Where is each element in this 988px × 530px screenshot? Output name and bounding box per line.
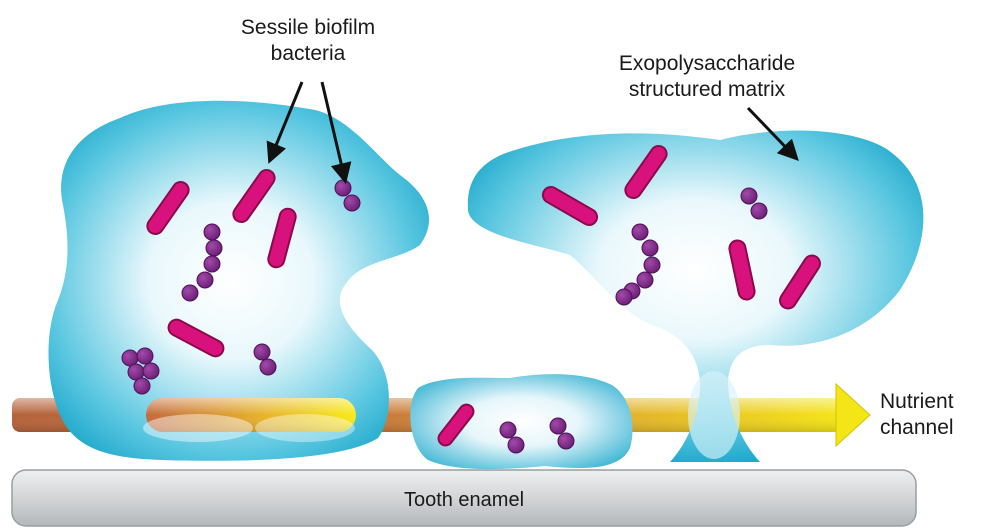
coccus: [344, 195, 360, 211]
coccus: [335, 180, 351, 196]
channel-pocket-right: [255, 414, 355, 442]
coccus: [751, 203, 767, 219]
coccus: [182, 285, 198, 301]
coccus: [143, 363, 159, 379]
coccus: [508, 437, 524, 453]
coccus: [642, 240, 658, 256]
channel-stalk-opening: [688, 371, 740, 459]
coccus: [616, 289, 632, 305]
coccus: [741, 188, 757, 204]
nutrient-label-line1: Nutrient: [880, 390, 954, 413]
coccus: [204, 224, 220, 240]
coccus: [500, 422, 516, 438]
bacteria-label-line1: Sessile biofilm: [241, 16, 375, 39]
enamel-label: Tooth enamel: [404, 489, 524, 511]
coccus: [204, 256, 220, 272]
coccus: [254, 344, 270, 360]
matrix-label-line2: structured matrix: [629, 78, 786, 101]
bacteria-label-line2: bacteria: [271, 42, 346, 65]
matrix-label-line1: Exopolysaccharide: [619, 52, 795, 75]
coccus: [644, 257, 660, 273]
channel-arrowhead: [836, 384, 870, 446]
channel-pocket-left: [143, 414, 253, 442]
coccus: [206, 240, 222, 256]
matrix-middle: [410, 374, 632, 469]
coccus: [137, 348, 153, 364]
coccus: [134, 378, 150, 394]
coccus: [550, 418, 566, 434]
nutrient-label-line2: channel: [880, 416, 954, 439]
tooth-enamel: Tooth enamel: [12, 470, 916, 526]
coccus: [632, 224, 648, 240]
coccus: [637, 272, 653, 288]
coccus: [558, 433, 574, 449]
coccus: [260, 359, 276, 375]
coccus: [197, 272, 213, 288]
